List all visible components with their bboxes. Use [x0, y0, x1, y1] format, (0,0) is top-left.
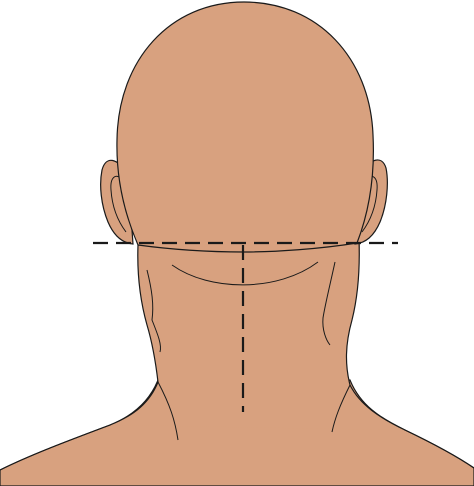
head: [117, 2, 373, 252]
